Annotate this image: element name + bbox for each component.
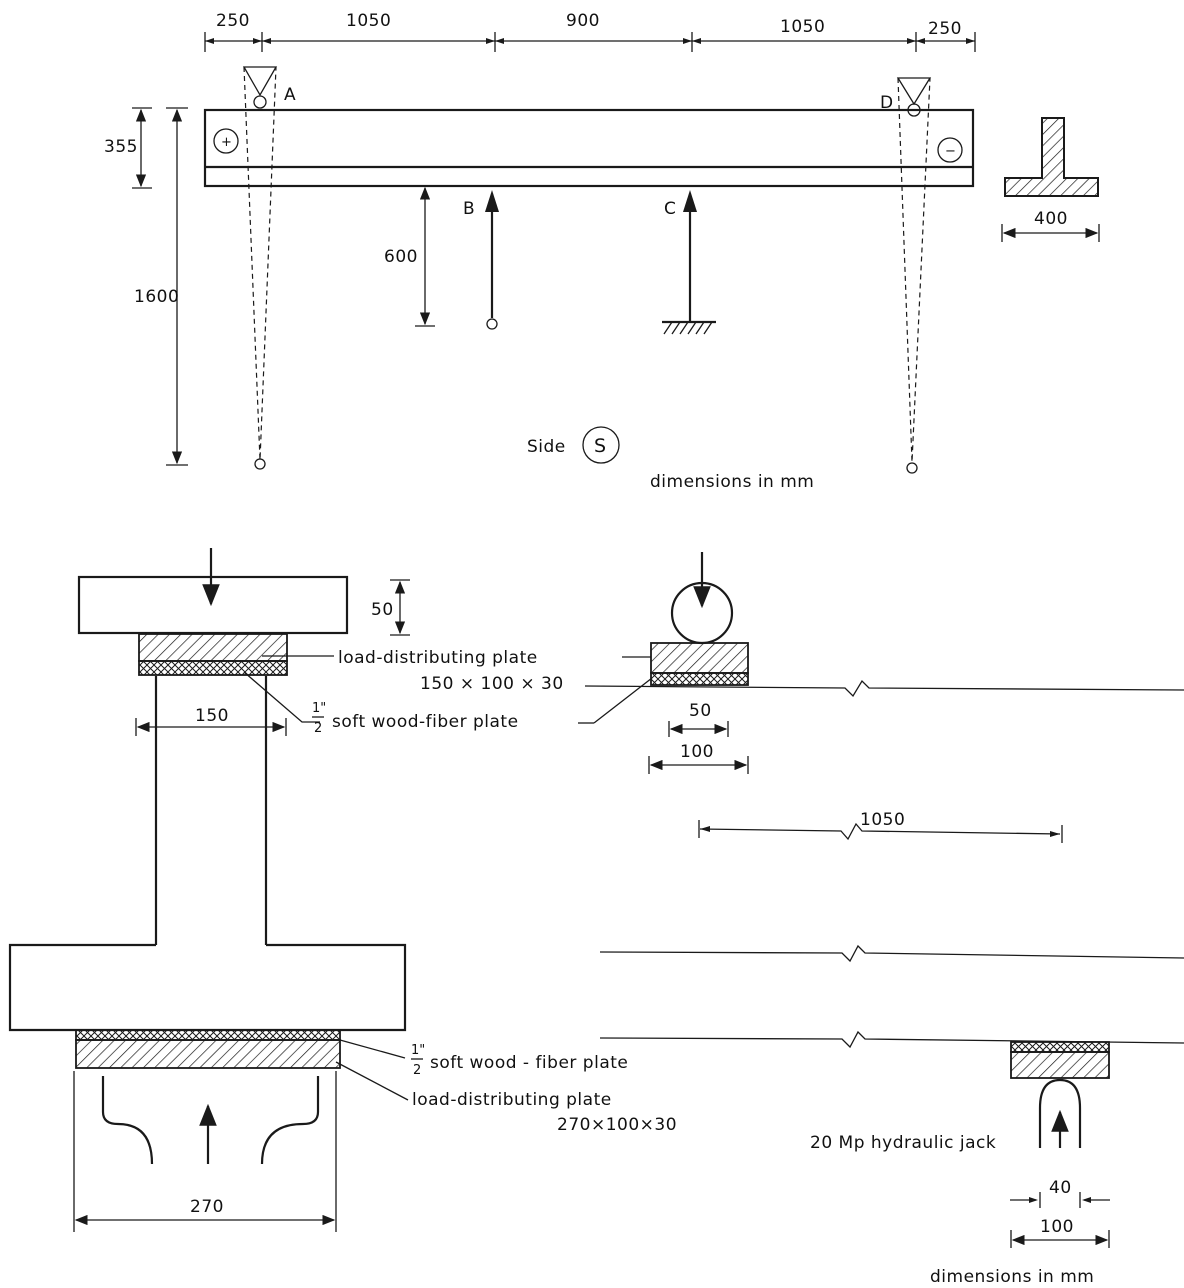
dim-355: 355 [104, 107, 152, 189]
fiber-plate-label: soft wood-fiber plate [332, 712, 519, 732]
dim-1050: 1050 [698, 810, 1063, 843]
dim-250-right: 250 [928, 19, 962, 39]
point-d-label: D [880, 93, 894, 113]
fiber-plate-label-2: soft wood - fiber plate [430, 1053, 628, 1073]
support-c: C [662, 190, 716, 335]
svg-text:100: 100 [1040, 1217, 1074, 1237]
top-load-plate [138, 633, 288, 662]
jack-ram [1038, 1078, 1082, 1148]
units-bottom: dimensions in mm [930, 1267, 1094, 1287]
svg-text:2: 2 [413, 1063, 421, 1078]
top-fiber-plate [138, 660, 288, 676]
jack-load-plate [1010, 1051, 1110, 1079]
dim-270: 270 [73, 1071, 337, 1232]
dim-900: 900 [566, 11, 600, 31]
t-section: 400 [1001, 117, 1100, 242]
support-a: A [242, 66, 296, 470]
elevation-detail: 50 100 1050 20 Mp hydraulic jack [584, 552, 1184, 1287]
jack-head-right [260, 1076, 320, 1165]
bottom-load-plate [75, 1039, 341, 1069]
dim-100-jack: 100 [1010, 1217, 1110, 1248]
svg-text:2: 2 [314, 721, 322, 736]
jack-head-left [101, 1076, 154, 1165]
flange [8, 943, 407, 1032]
svg-text:270: 270 [190, 1197, 224, 1217]
load-plate-label-2: load-distributing plate [412, 1090, 612, 1110]
svg-text:150: 150 [195, 706, 229, 726]
svg-text:Side: Side [527, 437, 566, 457]
svg-text:−: − [945, 144, 956, 159]
dim-100-right: 100 [648, 742, 749, 774]
top-dimension-chain: 250 1050 900 1050 250 [204, 11, 976, 52]
svg-text:1600: 1600 [134, 287, 179, 307]
right-load-plate [650, 642, 749, 674]
section-width-label: 400 [1034, 209, 1068, 229]
dim-50-vertical: 50 [371, 579, 410, 636]
dim-40: 40 [1010, 1178, 1110, 1208]
side-view: 250 1050 900 1050 250 + − 355 [104, 11, 1100, 492]
detail-section: 50 150 270 load-distri [8, 548, 677, 1232]
load-plate-label: load-distributing plate [338, 648, 538, 668]
beam [203, 108, 975, 188]
load-plate-size: 150 × 100 × 30 [420, 674, 564, 694]
side-mark: S [594, 435, 606, 457]
dim-1050-right: 1050 [780, 17, 825, 37]
dim-600: 600 [384, 186, 435, 327]
svg-text:600: 600 [384, 247, 418, 267]
beam-bottom-line [599, 1030, 1184, 1049]
svg-text:+: + [221, 135, 232, 150]
dim-1050-left: 1050 [346, 11, 391, 31]
top-load-block [77, 575, 349, 635]
bottom-fiber-plate [75, 1029, 341, 1041]
units-top: dimensions in mm [650, 472, 814, 492]
svg-text:1": 1" [411, 1043, 425, 1058]
load-b: B [463, 190, 499, 330]
right-fiber-plate [650, 672, 749, 686]
dim-250-left: 250 [216, 11, 250, 31]
svg-text:40: 40 [1049, 1178, 1072, 1198]
plus-sign-marker: + [213, 128, 239, 154]
dim-1600: 1600 [134, 107, 188, 466]
beam-top-line [584, 679, 1184, 698]
svg-text:1050: 1050 [860, 810, 905, 830]
point-b-label: B [463, 199, 475, 219]
point-c-label: C [664, 199, 676, 219]
dim-150: 150 [135, 706, 287, 736]
minus-sign-marker: − [937, 137, 963, 163]
beam-web-line [599, 944, 1184, 963]
jack-label: 20 Mp hydraulic jack [810, 1133, 996, 1153]
load-plate-size-bottom: 270×100×30 [557, 1115, 677, 1135]
svg-text:1": 1" [312, 701, 326, 716]
svg-text:100: 100 [680, 742, 714, 762]
support-d: D [880, 77, 932, 474]
side-label: Side S [527, 426, 620, 464]
svg-text:50: 50 [371, 600, 394, 620]
point-a-label: A [284, 85, 296, 105]
dim-50-right: 50 [668, 701, 729, 737]
svg-text:50: 50 [689, 701, 712, 721]
svg-text:355: 355 [104, 137, 138, 157]
jack-fiber-plate [1010, 1041, 1110, 1053]
